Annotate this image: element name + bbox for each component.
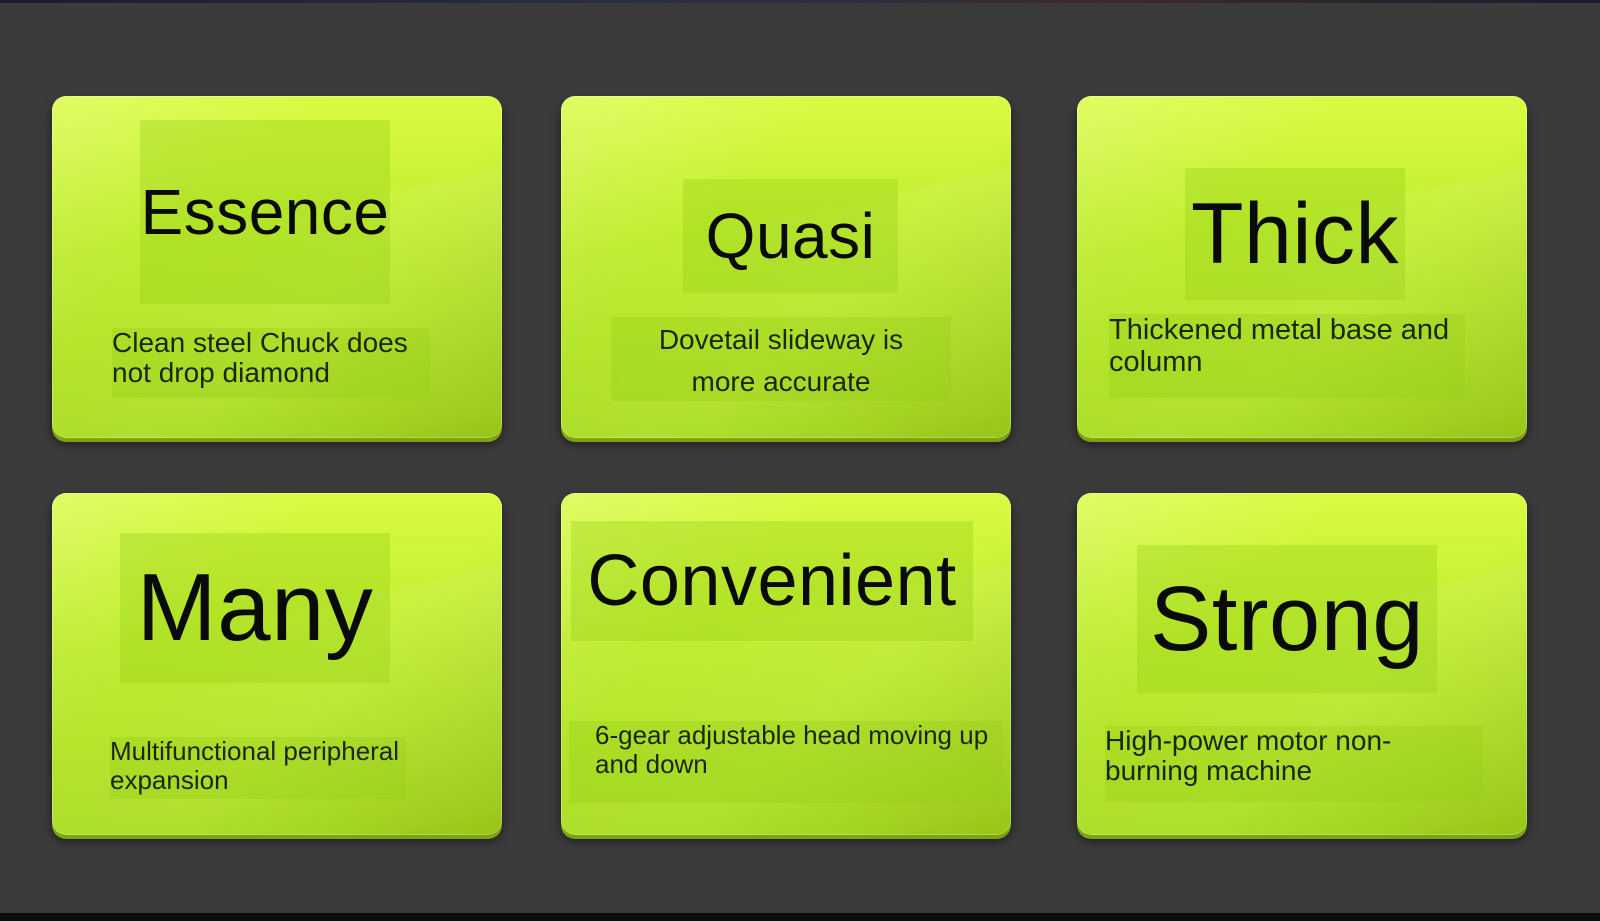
card-title: Quasi <box>683 179 898 293</box>
card-title: Thick <box>1185 168 1405 300</box>
card-essence[interactable]: Essence Clean steel Chuck does not drop … <box>52 96 502 438</box>
top-edge <box>0 0 1600 3</box>
card-description: Clean steel Chuck does not drop diamond <box>112 328 430 398</box>
card-description: Dovetail slideway is more accurate <box>611 317 951 401</box>
card-title: Essence <box>140 120 390 304</box>
card-convenient[interactable]: Convenient 6-gear adjustable head moving… <box>561 493 1011 835</box>
card-description: Thickened metal base and column <box>1109 314 1465 398</box>
card-title: Many <box>120 533 390 683</box>
card-thick[interactable]: Thick Thickened metal base and column <box>1077 96 1527 438</box>
bottom-edge <box>0 913 1600 921</box>
card-quasi[interactable]: Quasi Dovetail slideway is more accurate <box>561 96 1011 438</box>
card-title: Strong <box>1137 545 1437 693</box>
card-many[interactable]: Many Multifunctional peripheral expansio… <box>52 493 502 835</box>
card-title: Convenient <box>571 521 973 641</box>
card-strong[interactable]: Strong High-power motor non-burning mach… <box>1077 493 1527 835</box>
card-description: 6-gear adjustable head moving up and dow… <box>569 721 1003 803</box>
slide-canvas: Essence Clean steel Chuck does not drop … <box>0 3 1600 913</box>
card-description: Multifunctional peripheral expansion <box>110 737 406 799</box>
card-description: High-power motor non-burning machine <box>1105 726 1483 802</box>
